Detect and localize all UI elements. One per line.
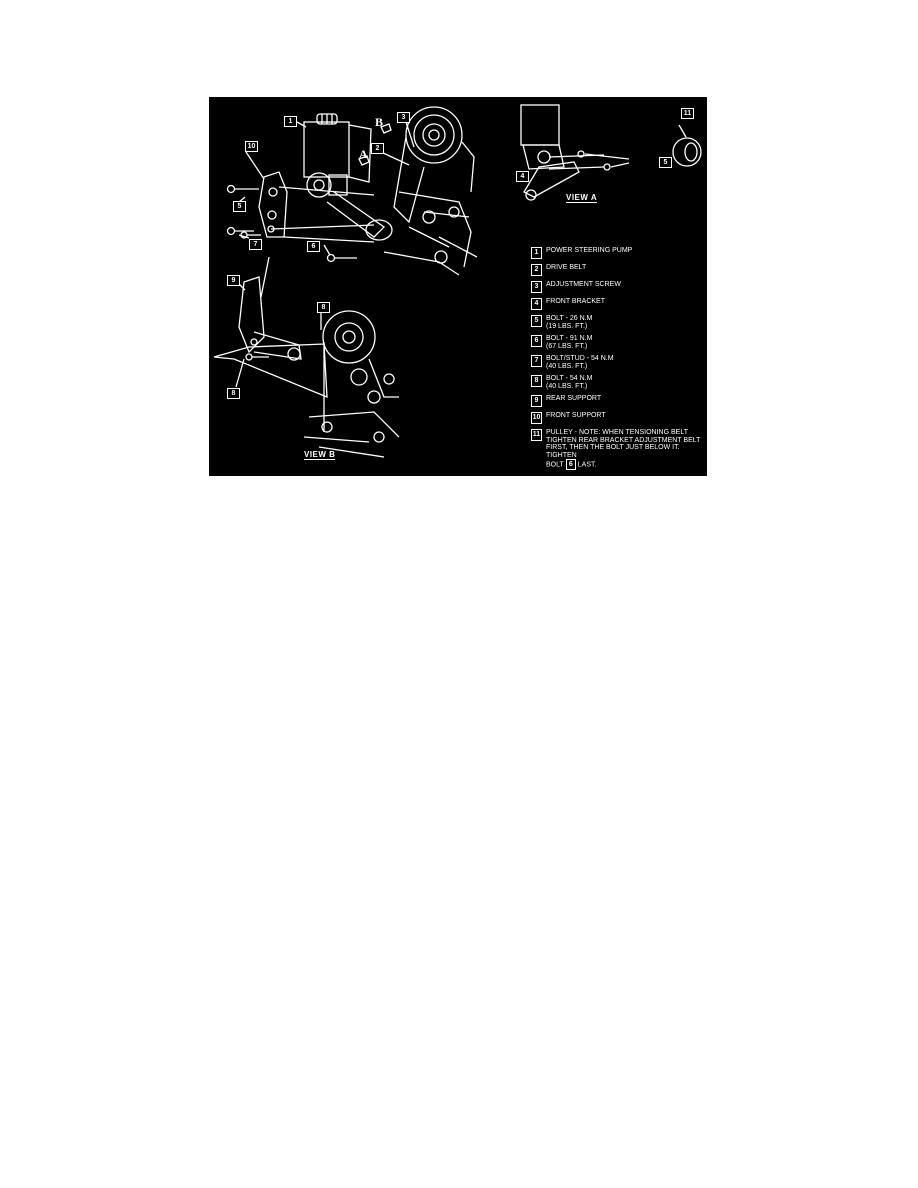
callout-5: 5 <box>233 201 246 212</box>
callout-4: 4 <box>516 171 529 182</box>
legend-subtext: (40 LBS. FT.) <box>546 382 588 390</box>
legend-item-5: 5 BOLT - 26 N.m (19 LBS. FT.) <box>531 315 706 330</box>
legend-subtext: (19 LBS. FT.) <box>546 322 588 330</box>
legend-item-7: 7 BOLT/STUD - 54 N.m (40 LBS. FT.) <box>531 355 706 370</box>
callout-6: 6 <box>307 241 320 252</box>
direction-marker-b: B <box>375 115 384 129</box>
legend-note-text: PULLEY - NOTE: WHEN TENSIONING BELT TIGH… <box>546 429 701 459</box>
inline-callout-6: 6 <box>565 459 576 470</box>
legend-item-8: 8 BOLT - 54 N.m (40 LBS. FT.) <box>531 375 706 390</box>
callout-10: 10 <box>245 141 258 152</box>
legend-item-4: 4 FRONT BRACKET <box>531 298 706 310</box>
callout-8-bottom: 8 <box>227 388 240 399</box>
legend-subtext: (40 LBS. FT.) <box>546 362 588 370</box>
legend-text: BOLT - 91 N.m <box>546 335 593 342</box>
legend-item-10: 10 FRONT SUPPORT <box>531 412 706 424</box>
direction-marker-a: A <box>359 147 368 161</box>
legend-item-6: 6 BOLT - 91 N.m (67 LBS. FT.) <box>531 335 706 350</box>
legend-subtext: (67 LBS. FT.) <box>546 342 588 350</box>
callout-2: 2 <box>371 143 384 154</box>
legend-item-3: 3 ADJUSTMENT SCREW <box>531 281 706 293</box>
callout-1: 1 <box>284 116 297 127</box>
legend-item-11: 11 PULLEY - NOTE: WHEN TENSIONING BELT T… <box>531 429 706 470</box>
legend-text: BOLT - 54 N.m <box>546 375 593 382</box>
callout-11: 11 <box>681 108 694 119</box>
callout-8-top: 8 <box>317 302 330 313</box>
callout-7: 7 <box>249 239 262 250</box>
legend-item-2: 2 DRIVE BELT <box>531 264 706 276</box>
view-b-label: VIEW B <box>304 450 336 460</box>
callout-3: 3 <box>397 112 410 123</box>
callout-5-view-a: 5 <box>659 157 672 168</box>
legend-item-1: 1 POWER STEERING PUMP <box>531 247 706 259</box>
legend: 1 POWER STEERING PUMP 2 DRIVE BELT 3 ADJ… <box>531 247 706 475</box>
power-steering-pump-illustration <box>213 104 702 458</box>
callout-9: 9 <box>227 275 240 286</box>
view-a-label: VIEW A <box>566 193 598 203</box>
diagram-panel: B A 1 10 5 7 6 2 3 4 5 11 VIEW A 9 8 8 V… <box>209 97 707 476</box>
legend-text: BOLT - 26 N.m <box>546 315 593 322</box>
legend-text: BOLT/STUD - 54 N.m <box>546 355 614 362</box>
legend-item-9: 9 REAR SUPPORT <box>531 395 706 407</box>
